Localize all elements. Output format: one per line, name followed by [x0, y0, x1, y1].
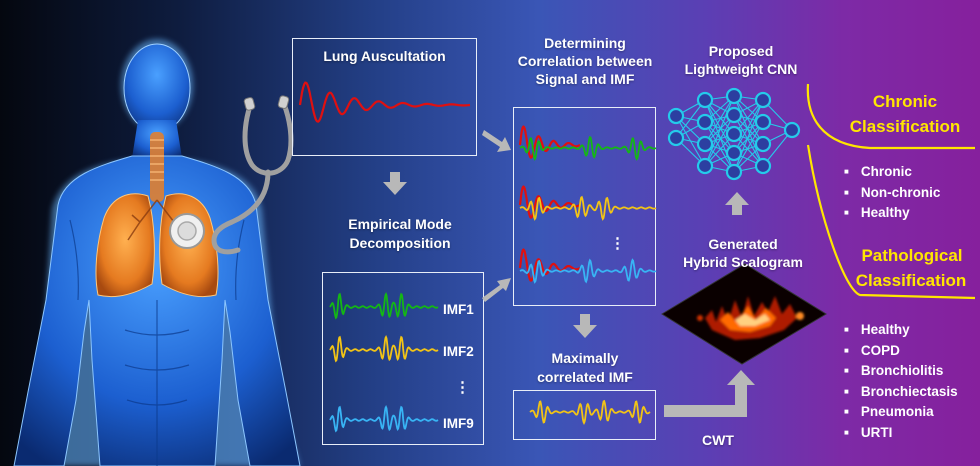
- nn-node: [725, 144, 743, 162]
- nn-edge: [704, 114, 735, 167]
- chronic-bracket: [806, 83, 975, 150]
- nn-edge: [733, 99, 764, 154]
- scalogram-label-line2: Hybrid Scalogram: [683, 254, 803, 270]
- chronic-title-line2: Classification: [849, 117, 961, 136]
- imf1-label: IMF1: [443, 302, 474, 317]
- nn-edge: [733, 99, 764, 173]
- stethoscope: [211, 101, 294, 255]
- max-imf-box: [513, 390, 656, 440]
- corr-imf2-overlay: [519, 195, 657, 221]
- nn-node: [725, 106, 743, 124]
- lung-auscultation-box: [292, 38, 477, 156]
- chronic-item: Healthy: [844, 203, 940, 224]
- corr-imf9-overlay: [519, 258, 657, 284]
- flow-arrows: [383, 130, 755, 417]
- nn-node: [725, 163, 743, 181]
- nn-node: [725, 125, 743, 143]
- pathological-item: Pneumonia: [844, 402, 958, 423]
- emd-label-line2: Decomposition: [349, 235, 451, 251]
- nn-node: [696, 157, 714, 175]
- nn-node: [754, 135, 772, 153]
- max-correlated-waveform: [529, 399, 651, 426]
- imf1-waveform: [329, 291, 439, 320]
- correlation-box: [513, 107, 656, 306]
- chronic-title-line1: Chronic: [872, 92, 938, 111]
- pathological-item: URTI: [844, 423, 958, 444]
- pathological-title-line1: Pathological: [861, 246, 963, 265]
- nn-node: [667, 107, 685, 125]
- pathological-class-list: Healthy COPD Bronchiolitis Bronchiectasi…: [844, 320, 958, 443]
- arrow-imf-to-correlation: [482, 278, 511, 302]
- arrow-to-correlation: [482, 130, 511, 152]
- pathological-item: Healthy: [844, 320, 958, 341]
- nn-edge: [704, 121, 735, 173]
- pathological-title-line2: Classification: [855, 271, 967, 290]
- lung-auscultation-label: Lung Auscultation: [323, 48, 446, 64]
- corr-signal-3: [518, 248, 581, 282]
- nn-edge: [704, 99, 735, 173]
- arrow-cwt: [664, 370, 755, 417]
- arrow-up-cnn: [725, 192, 749, 215]
- nn-node: [783, 121, 801, 139]
- nn-edge: [733, 114, 764, 167]
- scalogram-label-line1: Generated: [708, 236, 778, 252]
- cnn-label-line2: Lightweight CNN: [684, 61, 798, 77]
- nn-edge: [733, 95, 764, 145]
- imf2-waveform: [329, 334, 439, 363]
- imf9-waveform: [329, 404, 439, 433]
- imf9-label: IMF9: [443, 416, 474, 431]
- nn-edge: [733, 95, 764, 167]
- nn-edge: [704, 95, 735, 145]
- nn-node: [754, 157, 772, 175]
- chronic-class-list: Chronic Non-chronic Healthy: [844, 162, 941, 224]
- nn-edge: [704, 95, 735, 167]
- imf-box: [322, 272, 484, 445]
- correlation-ellipsis: ⋮: [610, 235, 625, 252]
- arrow-down-emd: [383, 172, 407, 195]
- nn-node: [696, 91, 714, 109]
- right-lung: [95, 193, 155, 298]
- nn-node: [696, 113, 714, 131]
- cnn-network-icon: [667, 87, 801, 181]
- chronic-item: Chronic: [844, 162, 940, 183]
- imf-ellipsis: ⋮: [455, 379, 470, 396]
- cwt-label: CWT: [702, 432, 734, 448]
- max-imf-label-line2: correlated IMF: [537, 369, 633, 385]
- nn-node: [667, 129, 685, 147]
- corr-signal-1: [518, 125, 581, 159]
- pathological-item: Bronchiolitis: [844, 361, 958, 382]
- nn-node: [754, 113, 772, 131]
- pathological-bracket: [806, 144, 976, 300]
- imf2-label: IMF2: [443, 344, 474, 359]
- nn-node: [754, 91, 772, 109]
- pathological-item: Bronchiectasis: [844, 382, 958, 403]
- nn-node: [725, 87, 743, 105]
- hybrid-scalogram: [661, 263, 827, 365]
- corr-imf1-overlay: [519, 136, 657, 161]
- nn-node: [696, 135, 714, 153]
- max-imf-label-line1: Maximally: [551, 350, 619, 366]
- correlation-label-line2: Correlation between: [517, 53, 653, 69]
- arrow-down-max: [573, 314, 597, 338]
- chronic-item: Non-chronic: [844, 183, 941, 204]
- emd-label-line1: Empirical Mode: [348, 216, 452, 232]
- auscultation-signal: [298, 81, 471, 123]
- nn-edge: [704, 99, 735, 154]
- cnn-label-line1: Proposed: [708, 43, 774, 59]
- nn-edge: [733, 121, 764, 173]
- correlation-label-line3: Signal and IMF: [535, 71, 635, 87]
- corr-signal-2: [518, 185, 581, 219]
- pathological-item: COPD: [844, 341, 958, 362]
- correlation-label-line1: Determining: [544, 35, 626, 51]
